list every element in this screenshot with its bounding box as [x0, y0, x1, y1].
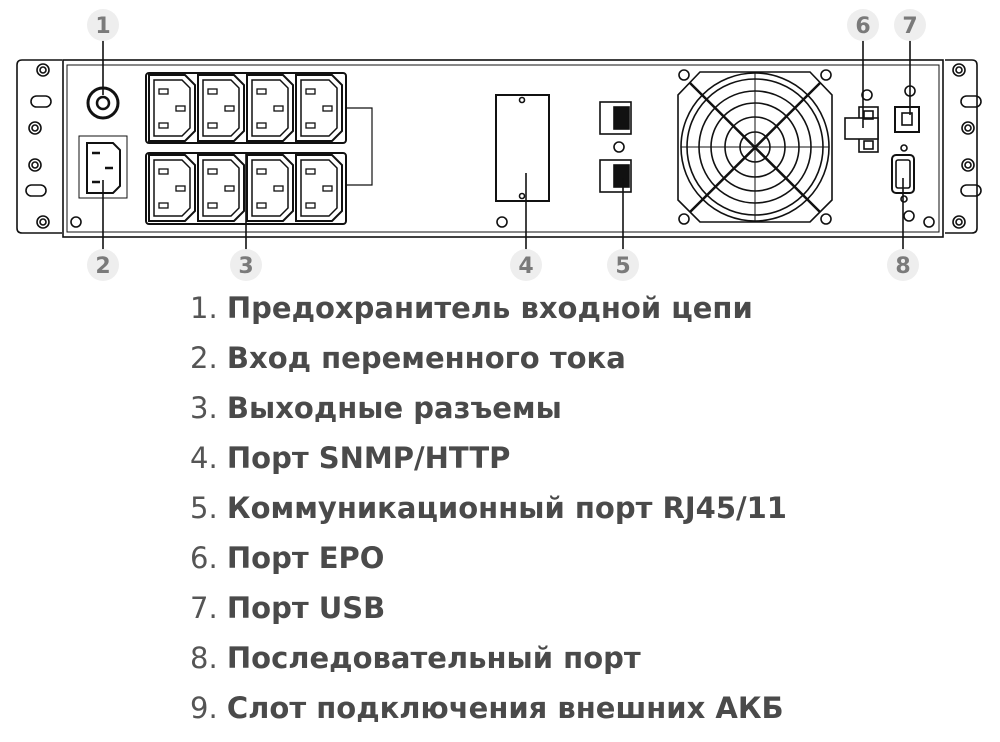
legend-number: 9.	[190, 691, 218, 725]
right-rack-bracket	[945, 59, 978, 234]
callout-4: 4	[510, 249, 542, 281]
legend-item: 5. Коммуникационный порт RJ45/11	[190, 486, 787, 536]
legend-text: Порт USB	[226, 591, 386, 625]
svg-text:7: 7	[902, 14, 917, 39]
legend-number: 7.	[190, 591, 218, 625]
svg-text:5: 5	[615, 254, 630, 279]
output-outlets	[145, 72, 373, 225]
legend-item: 6. Порт EPO	[190, 536, 787, 586]
callout-2: 2	[87, 249, 119, 281]
outlet-socket	[295, 154, 343, 222]
callout-8: 8	[887, 249, 919, 281]
outlet-socket	[197, 74, 245, 142]
legend-text: Порт EPO	[226, 541, 385, 575]
bracket-holes	[25, 63, 982, 229]
usb-port	[894, 85, 920, 133]
rj45-ports	[599, 101, 632, 193]
legend-number: 8.	[190, 641, 218, 675]
legend-item: 3. Выходные разъемы	[190, 386, 787, 436]
callout-1: 1	[87, 9, 119, 41]
outlet-socket	[197, 154, 245, 222]
legend-text: Порт SNMP/HTTP	[226, 441, 511, 475]
callout-6: 6	[847, 9, 879, 41]
epo-port	[844, 89, 879, 153]
ups-rear-panel-diagram: 1 2 3 4 5 6 7 8	[16, 9, 982, 281]
legend-number: 1.	[190, 291, 218, 325]
legend-item: 2. Вход переменного тока	[190, 336, 787, 386]
callout-7: 7	[894, 9, 926, 41]
legend-number: 3.	[190, 391, 218, 425]
legend-number: 5.	[190, 491, 218, 525]
serial-port	[891, 144, 935, 228]
legend-number: 4.	[190, 441, 218, 475]
legend-number: 6.	[190, 541, 218, 575]
legend-item: 7. Порт USB	[190, 586, 787, 636]
legend-item: 4. Порт SNMP/HTTP	[190, 436, 787, 486]
legend-text: Последовательный порт	[226, 641, 641, 675]
svg-text:6: 6	[855, 14, 870, 39]
legend-item: 1. Предохранитель входной цепи	[190, 286, 787, 336]
snmp-slot	[495, 94, 550, 202]
legend-text: Выходные разъемы	[226, 391, 562, 425]
svg-text:1: 1	[95, 14, 110, 39]
legend-text: Коммуникационный порт RJ45/11	[226, 491, 787, 525]
legend-item: 8. Последовательный порт	[190, 636, 787, 686]
callout-3: 3	[230, 249, 262, 281]
outlet-socket	[148, 74, 196, 142]
outlet-socket	[246, 154, 294, 222]
callout-5: 5	[607, 249, 639, 281]
legend-text: Слот подключения внешних АКБ	[226, 691, 784, 725]
outlet-socket	[246, 74, 294, 142]
svg-text:4: 4	[518, 254, 533, 279]
legend-list: 1. Предохранитель входной цепи 2. Вход п…	[190, 286, 787, 736]
legend-item: 9. Слот подключения внешних АКБ	[190, 686, 787, 736]
svg-text:8: 8	[895, 254, 910, 279]
panel-body	[62, 59, 944, 238]
outlet-socket	[295, 74, 343, 142]
cooling-fan	[677, 69, 833, 225]
outlet-socket	[148, 154, 196, 222]
legend-number: 2.	[190, 341, 218, 375]
svg-text:3: 3	[238, 254, 253, 279]
svg-text:2: 2	[95, 254, 110, 279]
legend-text: Предохранитель входной цепи	[226, 291, 753, 325]
legend-text: Вход переменного тока	[226, 341, 626, 375]
left-rack-bracket	[16, 59, 62, 234]
